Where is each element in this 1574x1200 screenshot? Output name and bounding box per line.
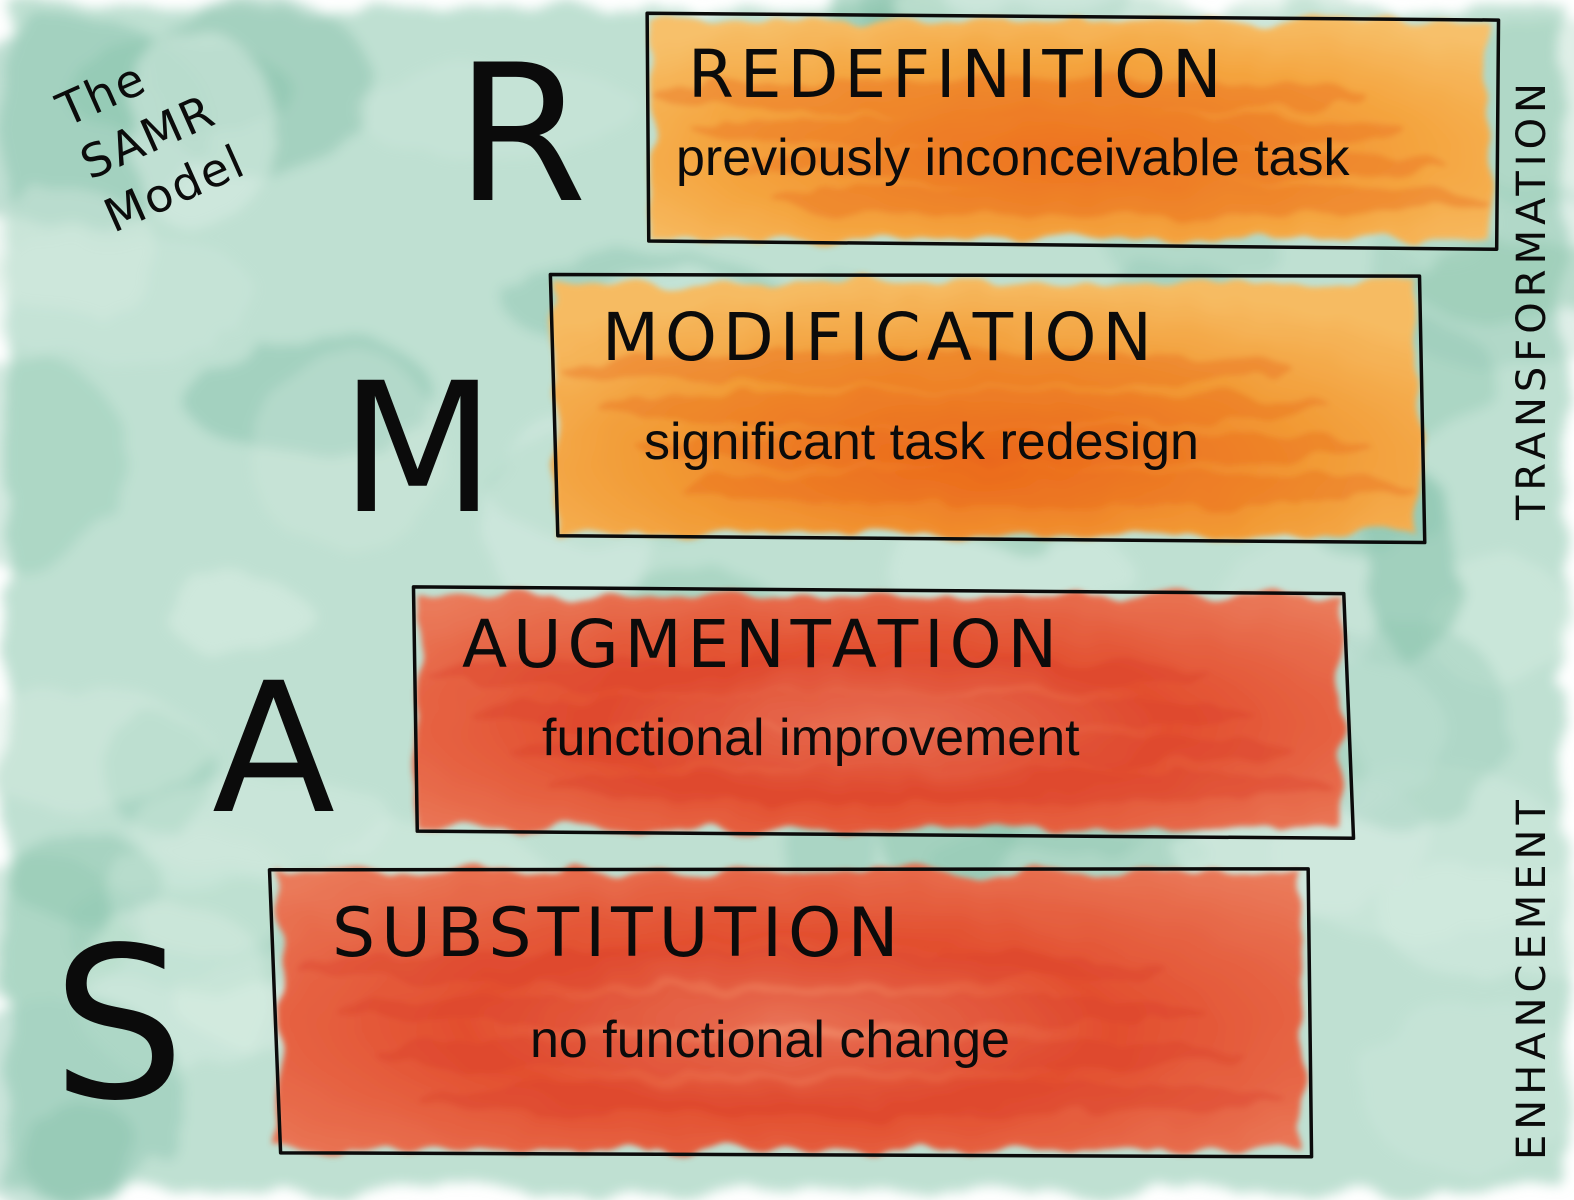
- augmentation-box-streak: [546, 768, 1333, 804]
- transformation-label: TRANSFORMATION: [1509, 78, 1555, 520]
- augmentation-box-streak: [426, 657, 1213, 694]
- modification-box-streak: [638, 430, 1373, 467]
- redefinition-box-outline: [645, 11, 1501, 252]
- level-letter-s: S: [52, 902, 186, 1147]
- substitution-box-streak: [294, 949, 1165, 986]
- substitution-box-outline: [267, 867, 1314, 1159]
- modification-title: MODIFICATION: [602, 299, 1158, 376]
- wash-blotch: [163, 575, 307, 649]
- wash-blotch: [0, 356, 128, 564]
- augmentation-title: AUGMENTATION: [462, 606, 1063, 683]
- modification-subtitle: significant task redesign: [644, 413, 1199, 471]
- substitution-subtitle: no functional change: [530, 1011, 1010, 1069]
- redefinition-box-streak: [773, 182, 1487, 218]
- wash-blotch: [884, 517, 1128, 621]
- wash-blotch: [252, 353, 444, 555]
- level-letter-a: A: [212, 645, 336, 854]
- substitution-box-streak: [374, 1036, 1245, 1073]
- modification-box-streak: [558, 350, 1293, 387]
- wash-blotch: [0, 689, 209, 807]
- wash-blotch: [355, 63, 641, 159]
- redefinition-subtitle: previously inconceivable task: [676, 129, 1350, 187]
- redefinition-box-streak: [653, 78, 1367, 115]
- augmentation-box-streak: [506, 731, 1293, 768]
- substitution-box-streak: [414, 1080, 1285, 1116]
- augmentation-box-streak: [466, 694, 1253, 731]
- modification-box-streak: [598, 390, 1333, 427]
- wash-blotch: [1360, 1000, 1574, 1174]
- wash-blotch: [1382, 861, 1574, 979]
- augmentation-subtitle: functional improvement: [542, 709, 1080, 767]
- substitution-box-streak: [334, 993, 1205, 1029]
- redefinition-box-streak: [733, 147, 1447, 184]
- augmentation-box-outline: [411, 585, 1356, 841]
- wash-blotch: [0, 994, 187, 1200]
- modification-box-streak: [678, 470, 1413, 506]
- wash-blotch: [0, 187, 155, 311]
- redefinition-box-streak: [693, 113, 1407, 149]
- substitution-title: SUBSTITUTION: [332, 894, 905, 973]
- modification-box-outline: [548, 272, 1427, 545]
- wash-blotch: [129, 34, 277, 234]
- wash-blotch: [130, 780, 400, 872]
- level-letter-m: M: [340, 345, 496, 554]
- redefinition-title: REDEFINITION: [688, 36, 1228, 113]
- enhancement-label: ENHANCEMENT: [1509, 795, 1555, 1160]
- level-letter-r: R: [455, 24, 588, 245]
